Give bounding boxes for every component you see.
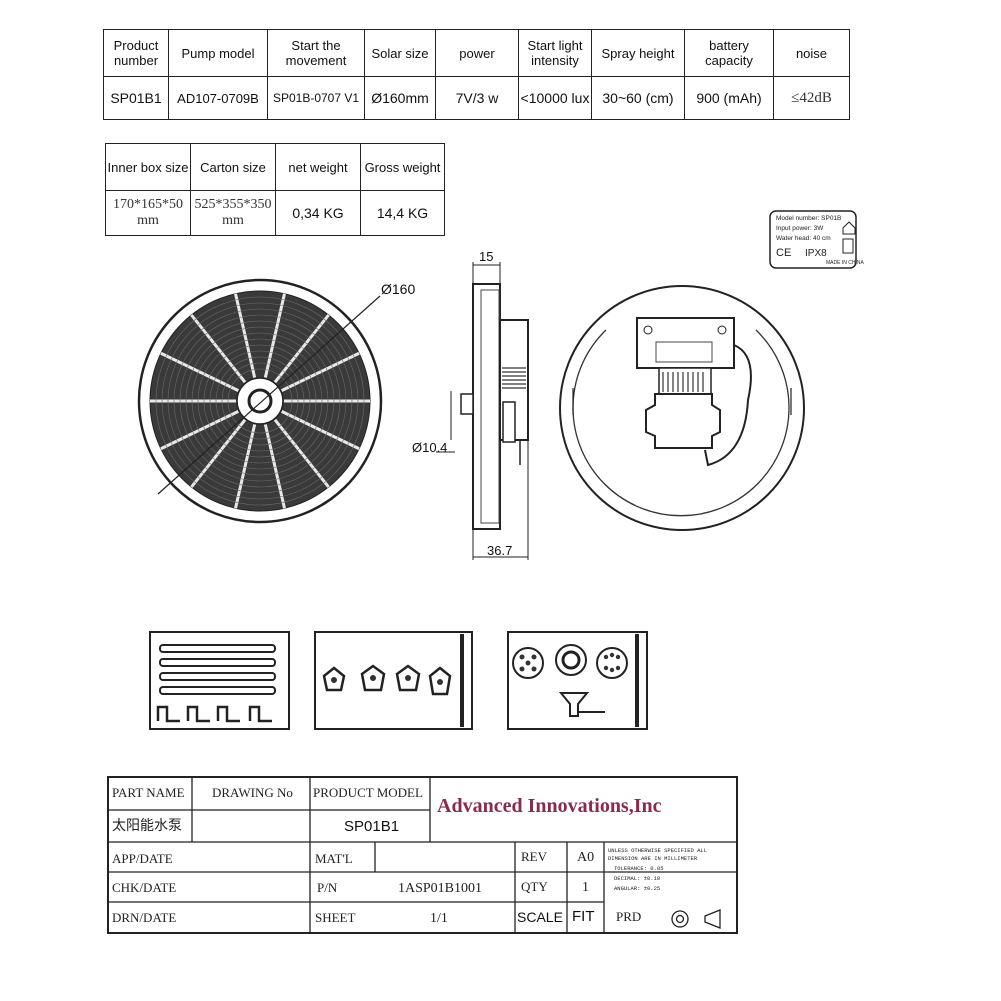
header-light-intensity: Start light intensity xyxy=(518,29,592,77)
projection-symbol-icon xyxy=(671,909,721,929)
value-spray-height: 30~60 (cm) xyxy=(591,76,685,120)
label-model: Model number: SP01B xyxy=(776,215,841,222)
header-carton-size: Carton size xyxy=(190,143,276,191)
title-block: PART NAME DRAWING No PRODUCT MODEL Advan… xyxy=(107,776,738,934)
spec-table-1: Product number Pump model Start the move… xyxy=(103,29,850,120)
sheet-value: 1/1 xyxy=(430,911,448,926)
part-name-value: 太阳能水泵 xyxy=(112,818,182,834)
header-pump-model: Pump model xyxy=(168,29,268,77)
accessory-panel-nozzles xyxy=(314,631,473,730)
label-rating: IPX8 xyxy=(805,248,827,259)
diameter-label: Ø160 xyxy=(381,281,415,297)
drawing-no-label: DRAWING No xyxy=(212,785,293,800)
value-power: 7V/3 w xyxy=(435,76,519,120)
rev-label: REV xyxy=(521,849,548,864)
header-start-movement: Start the movement xyxy=(267,29,365,77)
part-name-label: PART NAME xyxy=(112,785,185,800)
spec-header-row: Product number Pump model Start the move… xyxy=(103,29,850,77)
label-head: Water head: 40 cm xyxy=(776,235,831,242)
accessory-panel-spray-heads xyxy=(507,631,648,730)
home-icon xyxy=(842,221,856,235)
note-line-5: ANGULAR: ±0.25 xyxy=(614,885,660,892)
value-pump-model: AD107-0709B xyxy=(168,76,268,120)
depth-label: 36.7 xyxy=(487,543,512,558)
pn-value: 1ASP01B1001 xyxy=(398,881,482,896)
value-light-intensity: <10000 lux xyxy=(518,76,592,120)
prd-label: PRD xyxy=(616,909,641,924)
qty-label: QTY xyxy=(521,879,548,894)
header-spray-height: Spray height xyxy=(591,29,685,77)
thickness-label: 15 xyxy=(479,249,493,264)
back-view xyxy=(559,285,805,531)
spec-value-row: SP01B1 AD107-0709B SP01B-0707 V1 Ø160mm … xyxy=(103,76,850,120)
header-battery: battery capacity xyxy=(684,29,774,77)
matl-label: MAT'L xyxy=(315,851,353,866)
qty-value: 1 xyxy=(582,880,589,895)
header-power: power xyxy=(435,29,519,77)
sheet-label: SHEET xyxy=(315,910,356,925)
header-net-weight: net weight xyxy=(275,143,361,191)
product-label-plate: Model number: SP01B Input power: 3W Wate… xyxy=(769,210,864,269)
note-line-1: UNLESS OTHERWISE SPECIFIED ALL xyxy=(608,847,707,854)
header-gross-weight: Gross weight xyxy=(360,143,445,191)
scale-label: SCALE xyxy=(517,909,563,925)
chk-date-label: CHK/DATE xyxy=(112,880,176,895)
value-inner-box: 170*165*50 mm xyxy=(105,190,191,236)
scale-value: FIT xyxy=(572,908,595,925)
header-inner-box: Inner box size xyxy=(105,143,191,191)
package-header-row: Inner box size Carton size net weight Gr… xyxy=(105,143,445,191)
value-noise: ≤42dB xyxy=(773,76,850,120)
app-date-label: APP/DATE xyxy=(112,851,173,866)
value-start-movement: SP01B-0707 V1 xyxy=(267,76,365,120)
product-model-value: SP01B1 xyxy=(344,818,399,835)
label-input: Input power: 3W xyxy=(776,225,824,232)
label-origin: MADE IN CHINA xyxy=(826,260,864,266)
value-solar-size: Ø160mm xyxy=(364,76,436,120)
note-line-4: DECIMAL: ±0.10 xyxy=(614,875,660,882)
side-view: Ø10.4 15 36.7 xyxy=(412,249,529,560)
shaft-label: Ø10.4 xyxy=(412,440,447,455)
pn-label: P/N xyxy=(317,880,338,895)
front-view-solar-panel: Ø160 xyxy=(137,278,415,524)
value-carton-size: 525*355*350 mm xyxy=(190,190,276,236)
recycle-bin-icon xyxy=(842,238,854,254)
header-product-number: Product number xyxy=(103,29,169,77)
note-line-3: TOLERANCE: 0.05 xyxy=(614,865,664,872)
rev-value: A0 xyxy=(577,850,594,865)
product-model-label: PRODUCT MODEL xyxy=(313,785,423,800)
value-gross-weight: 14,4 KG xyxy=(360,190,445,236)
company-name: Advanced Innovations,Inc xyxy=(437,795,662,817)
accessory-panel-rails xyxy=(149,631,290,730)
header-noise: noise xyxy=(773,29,850,77)
package-value-row: 170*165*50 mm 525*355*350 mm 0,34 KG 14,… xyxy=(105,190,445,236)
note-line-2: DIMENSION ARE IN MILLIMETER xyxy=(608,855,698,862)
spec-table-2: Inner box size Carton size net weight Gr… xyxy=(105,143,445,236)
drn-date-label: DRN/DATE xyxy=(112,910,176,925)
ce-mark-icon: CE xyxy=(776,247,791,259)
